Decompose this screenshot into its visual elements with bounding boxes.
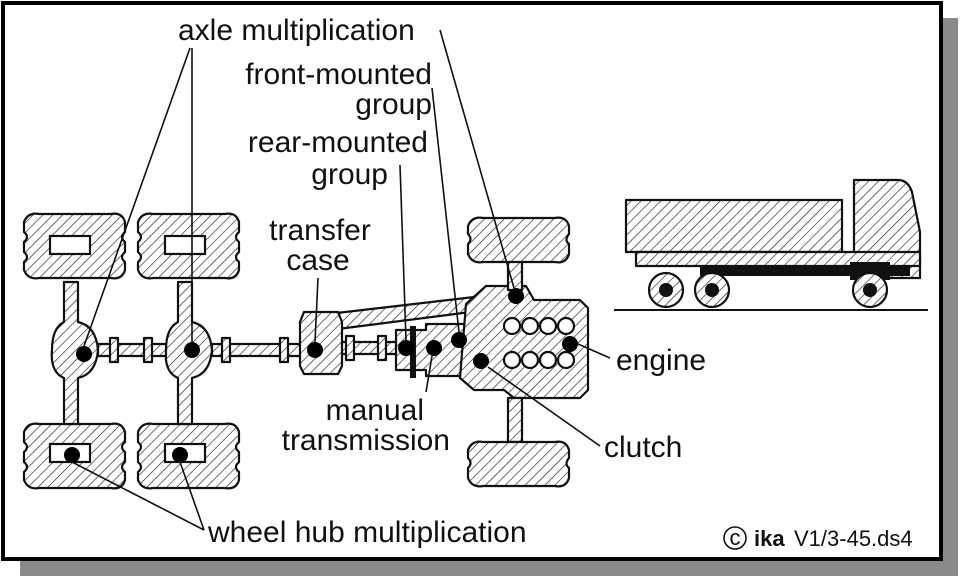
hub-window bbox=[163, 234, 207, 256]
label-front-mounted-line2: group bbox=[355, 88, 432, 121]
label-manual-line2: transmission bbox=[282, 424, 450, 457]
hub-marker bbox=[64, 447, 80, 463]
transfer-marker bbox=[307, 342, 323, 358]
label-rear-mounted-line2: group bbox=[311, 158, 388, 191]
rear-group-marker bbox=[398, 340, 414, 356]
label-engine: engine bbox=[616, 344, 706, 377]
truck-wheel bbox=[693, 271, 731, 309]
copyright-code: V1/3-45.ds4 bbox=[794, 526, 913, 551]
transfer-case bbox=[298, 310, 344, 376]
hub-marker bbox=[76, 346, 92, 362]
clutch-marker bbox=[473, 353, 489, 369]
transmission-flange bbox=[410, 326, 416, 378]
engine-marker bbox=[562, 336, 578, 352]
rear-axle-1 bbox=[50, 280, 100, 426]
leader-lines bbox=[71, 29, 611, 531]
label-axle-multiplication: axle multiplication bbox=[178, 14, 415, 47]
label-wheel-hub-multiplication: wheel hub multiplication bbox=[207, 516, 527, 549]
truck-side-view bbox=[614, 178, 928, 311]
copyright-icon bbox=[723, 526, 747, 550]
copyright-brand: ika bbox=[754, 526, 785, 551]
front-tyre-upper bbox=[466, 216, 571, 264]
copyright-mark: c ika V1/3-45.ds4 bbox=[723, 525, 913, 551]
transmission-marker bbox=[426, 340, 442, 356]
label-rear-mounted-line1: rear-mounted bbox=[248, 126, 428, 159]
label-clutch: clutch bbox=[604, 431, 682, 464]
hub-marker bbox=[184, 342, 200, 358]
label-front-mounted-line1: front-mounted bbox=[245, 58, 432, 91]
label-transfer-line1: transfer bbox=[269, 214, 371, 247]
label-transfer-line2: case bbox=[286, 244, 349, 277]
label-manual-line1: manual bbox=[326, 394, 424, 427]
propshaft-rear bbox=[96, 342, 168, 358]
hub-marker bbox=[172, 447, 188, 463]
truck-wheel bbox=[647, 271, 685, 309]
hub-window bbox=[48, 234, 92, 256]
axle-marker bbox=[508, 288, 524, 304]
front-group-marker bbox=[451, 332, 467, 348]
truck-wheel bbox=[851, 271, 889, 309]
front-tyre-lower bbox=[466, 440, 571, 488]
truck-drivetrain bbox=[700, 266, 910, 276]
engine-cylinders bbox=[502, 316, 576, 370]
copyright-symbol: c bbox=[730, 525, 741, 550]
truck-body bbox=[624, 198, 844, 254]
